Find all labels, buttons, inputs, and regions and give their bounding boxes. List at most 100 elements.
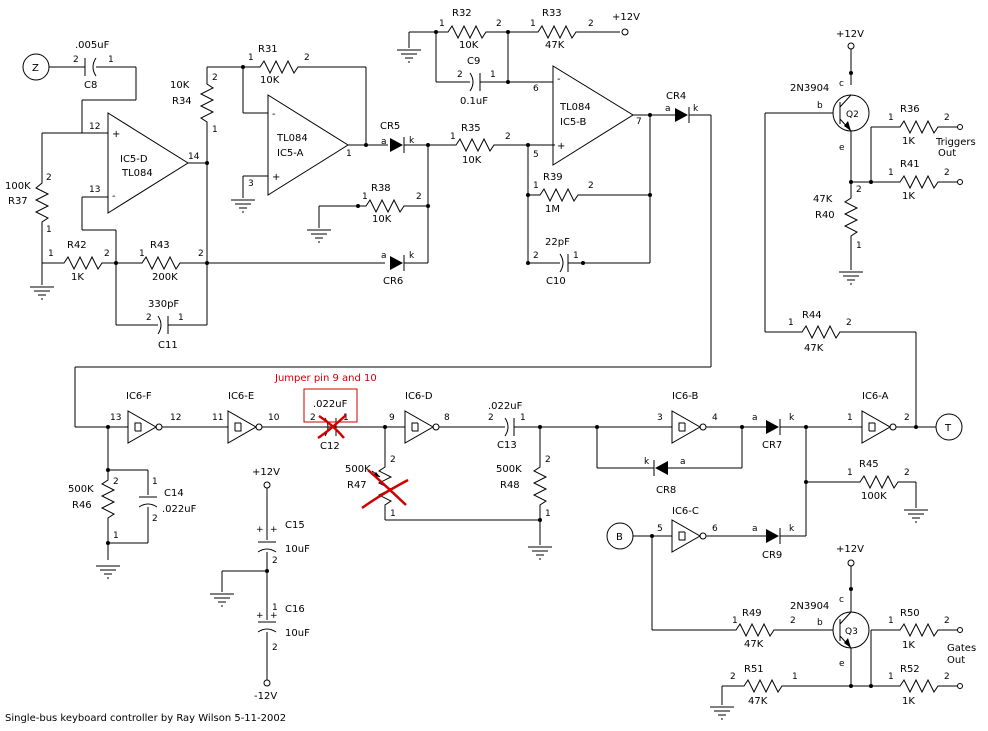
opamp-ic5-a: - + TL084 IC5-A 3 1 [248,94,352,196]
svg-text:+12V: +12V [612,12,640,23]
capacitor-c12-removed: .022uF C12 2 1 [310,399,349,452]
transistor-q2: Q2 2N3904 c e b [790,79,870,153]
svg-text:1: 1 [139,249,145,259]
svg-text:8: 8 [444,413,450,423]
opamp-ic5-d: + - IC5-D TL084 12 13 14 [89,112,200,214]
minus12v-terminal: -12V [254,679,277,702]
svg-text:13: 13 [110,413,121,423]
resistor-r33: R33 47K 1 2 [508,8,620,51]
svg-text:R46: R46 [72,500,92,511]
svg-text:1: 1 [847,413,853,423]
svg-text:.005uF: .005uF [75,40,110,51]
svg-text:CR7: CR7 [762,440,782,451]
svg-text:1: 1 [212,125,218,135]
svg-text:1: 1 [545,509,551,519]
inverter-ic6-e: IC6-E 10 [227,391,280,444]
svg-text:R36: R36 [900,104,920,115]
svg-text:1: 1 [178,313,184,323]
svg-text:1: 1 [48,249,54,259]
svg-text:-: - [557,74,561,85]
svg-text:R52: R52 [900,664,920,675]
svg-text:2: 2 [46,173,52,183]
svg-text:2: 2 [113,477,119,487]
svg-text:2: 2 [390,455,396,465]
svg-text:a: a [381,251,387,261]
credit-caption: Single-bus keyboard controller by Ray Wi… [5,713,286,724]
svg-text:+12V: +12V [836,29,864,40]
svg-text:a: a [752,524,758,534]
svg-text:22pF: 22pF [545,237,570,248]
svg-text:R49: R49 [742,608,762,619]
opamp-ic5-b: - + TL084 IC5-B 6 5 7 [533,65,642,166]
triggers-out-label-2: Out [938,148,956,159]
svg-text:2N3904: 2N3904 [790,83,829,94]
svg-text:C9: C9 [467,56,480,67]
svg-text:2: 2 [310,413,316,423]
plus12v-terminal-q2: +12V [836,29,864,50]
svg-text:13: 13 [89,185,100,195]
svg-text:500K: 500K [496,464,522,475]
svg-text:IC6-E: IC6-E [228,391,254,402]
jumper-note: Jumper pin 9 and 10 [274,373,377,384]
svg-text:3: 3 [248,179,254,189]
svg-text:-: - [272,109,276,120]
svg-text:C10: C10 [546,276,566,287]
svg-text:b: b [817,101,823,111]
inverter-ic6-a: IC6-A 2 [861,391,910,444]
svg-text:CR5: CR5 [380,121,400,132]
svg-text:2: 2 [944,113,950,123]
resistor-r50: R50 1K 1 2 [885,608,958,651]
resistor-r34: 10K R34 2 1 [170,67,218,135]
svg-text:CR6: CR6 [383,276,403,287]
svg-text:10: 10 [268,413,280,423]
svg-text:C13: C13 [497,440,517,451]
svg-text:R41: R41 [900,159,920,170]
resistor-r49: R49 47K 1 2 [728,608,833,650]
capacitor-c13: .022uF C13 2 1 [488,401,526,451]
svg-text:1M: 1M [545,204,560,215]
svg-text:c: c [839,595,844,605]
svg-text:2: 2 [588,19,594,29]
svg-text:1: 1 [573,251,579,261]
svg-text:IC6-C: IC6-C [672,506,699,517]
svg-text:100K: 100K [5,181,31,192]
svg-text:10K: 10K [372,214,392,225]
svg-text:2: 2 [104,249,110,259]
resistor-r36: R36 1K 1 2 [885,104,958,147]
jumper-box [303,388,358,423]
svg-text:IC5-D: IC5-D [120,154,148,165]
svg-text:IC6-D: IC6-D [405,391,433,402]
resistor-r35: R35 10K 1 2 [450,123,528,166]
svg-text:2: 2 [212,73,218,83]
svg-text:R39: R39 [543,172,563,183]
svg-text:12: 12 [170,413,181,423]
svg-text:1: 1 [248,53,254,63]
svg-text:Q3: Q3 [845,627,858,637]
svg-text:1: 1 [847,468,853,478]
plus12v-terminal-c15: +12V [252,467,280,489]
svg-text:+: + [270,525,278,535]
svg-text:500K: 500K [345,464,371,475]
svg-text:10K: 10K [462,155,482,166]
resistor-r38: R38 10K 1 2 [358,183,428,225]
svg-text:3: 3 [657,413,663,423]
svg-text:100K: 100K [861,491,887,502]
svg-text:2: 2 [846,318,852,328]
svg-text:47K: 47K [545,40,565,51]
resistor-r42: R42 1K 1 2 [48,240,110,283]
z-input-terminal: Z [22,53,50,81]
svg-text:1: 1 [343,413,349,423]
capacitor-c8: .005uF C8 2 1 [73,40,114,91]
svg-text:2: 2 [588,181,594,191]
resistor-r52: R52 1K 1 2 [885,664,958,707]
diode-cr6: CR6 a k [381,251,415,287]
svg-text:R35: R35 [461,123,481,134]
svg-text:9: 9 [389,413,395,423]
svg-text:1: 1 [792,672,798,682]
svg-text:2: 2 [146,313,152,323]
svg-text:R47: R47 [347,480,367,491]
resistor-r37: 100K R37 2 1 [5,173,52,235]
svg-text:2: 2 [730,672,736,682]
